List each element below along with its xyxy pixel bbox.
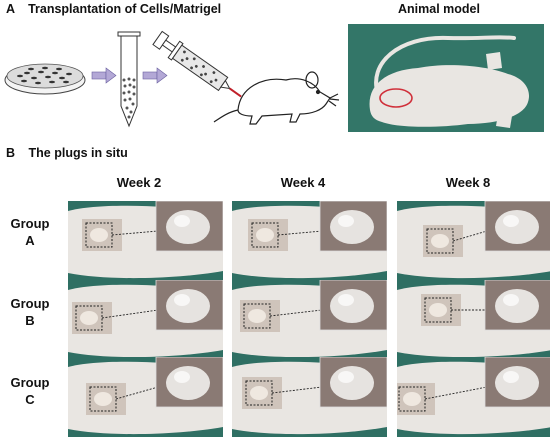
panel-b-title: The plugs in situ <box>28 146 128 160</box>
plug-photo <box>68 357 223 437</box>
plug-photo <box>397 201 550 281</box>
group-label-c-line1: Group <box>10 375 50 390</box>
week-label-2: Week 2 <box>116 175 162 190</box>
plug-photo <box>232 357 387 437</box>
week-label-4: Week 4 <box>280 175 326 190</box>
plug-photo <box>397 357 550 437</box>
transplantation-schematic <box>4 30 340 128</box>
group-label-c-line2: C <box>25 392 35 407</box>
panel-b-letter: B <box>6 146 16 160</box>
panel-a-header: A Transplantation of Cells/Matrigel <box>6 2 221 16</box>
plug-photo <box>68 280 223 360</box>
animal-model-title: Animal model <box>398 2 480 16</box>
group-label-b-line1: Group <box>10 296 50 311</box>
plug-photo <box>232 201 387 281</box>
group-label-a: Group A <box>0 215 60 249</box>
group-label-b: Group B <box>0 295 60 329</box>
week-label-8: Week 8 <box>445 175 491 190</box>
centrifuge-tube-icon <box>117 31 141 128</box>
mouse-drawing-icon <box>213 71 340 125</box>
group-label-a-line1: Group <box>10 216 50 231</box>
panel-a-title: Transplantation of Cells/Matrigel <box>28 2 222 16</box>
panel-b-header: B The plugs in situ <box>6 146 128 160</box>
plug-photo <box>68 201 223 281</box>
group-label-a-line2: A <box>25 233 35 248</box>
plug-photo <box>397 280 550 360</box>
group-label-b-line2: B <box>25 313 35 328</box>
panel-a-letter: A <box>6 2 15 16</box>
syringe-icon <box>152 30 242 98</box>
group-label-c: Group C <box>0 374 60 408</box>
plug-photo <box>232 280 387 360</box>
arrow-icon <box>91 67 117 84</box>
arrow-icon <box>142 67 168 84</box>
petri-dish-icon <box>4 63 86 95</box>
animal-model-photo <box>348 24 544 132</box>
